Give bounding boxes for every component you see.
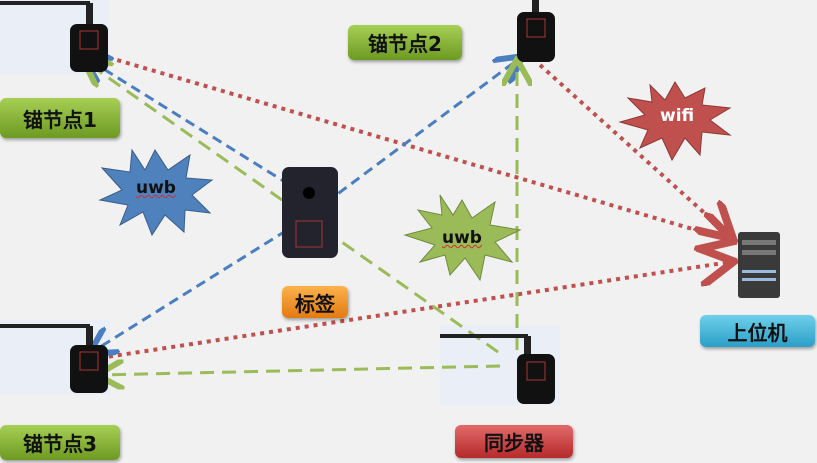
- anchor2-label: 锚节点2: [348, 25, 462, 60]
- anchor2-device: [517, 0, 555, 62]
- uwb-burst-left: [98, 148, 214, 237]
- anchor1-device: [0, 1, 108, 72]
- link-anchor1-host: [99, 53, 730, 240]
- sync-device: [440, 334, 555, 404]
- anchor1-label: 锚节点1: [0, 98, 120, 138]
- sync-label: 同步器: [455, 425, 573, 458]
- tag-device: [282, 167, 338, 258]
- host-label: 上位机: [700, 315, 815, 347]
- uwb-burst-center: [403, 194, 522, 282]
- uwb-burst-left-text: uwb: [136, 178, 176, 198]
- link-tag-anchor2: [299, 58, 520, 224]
- anchor3-label: 锚节点3: [0, 425, 120, 460]
- wifi-burst: [618, 81, 732, 162]
- wifi-burst-text: wifi: [660, 106, 695, 126]
- computer-icon: [738, 232, 780, 298]
- link-anchor2-host: [538, 63, 730, 236]
- link-tag-anchor3: [92, 220, 301, 352]
- uwb-burst-center-text: uwb: [442, 228, 482, 248]
- anchor3-device: [0, 324, 108, 393]
- tag-label: 标签: [282, 286, 348, 318]
- link-sync-anchor3: [100, 366, 501, 375]
- link-anchor3-host: [99, 262, 730, 360]
